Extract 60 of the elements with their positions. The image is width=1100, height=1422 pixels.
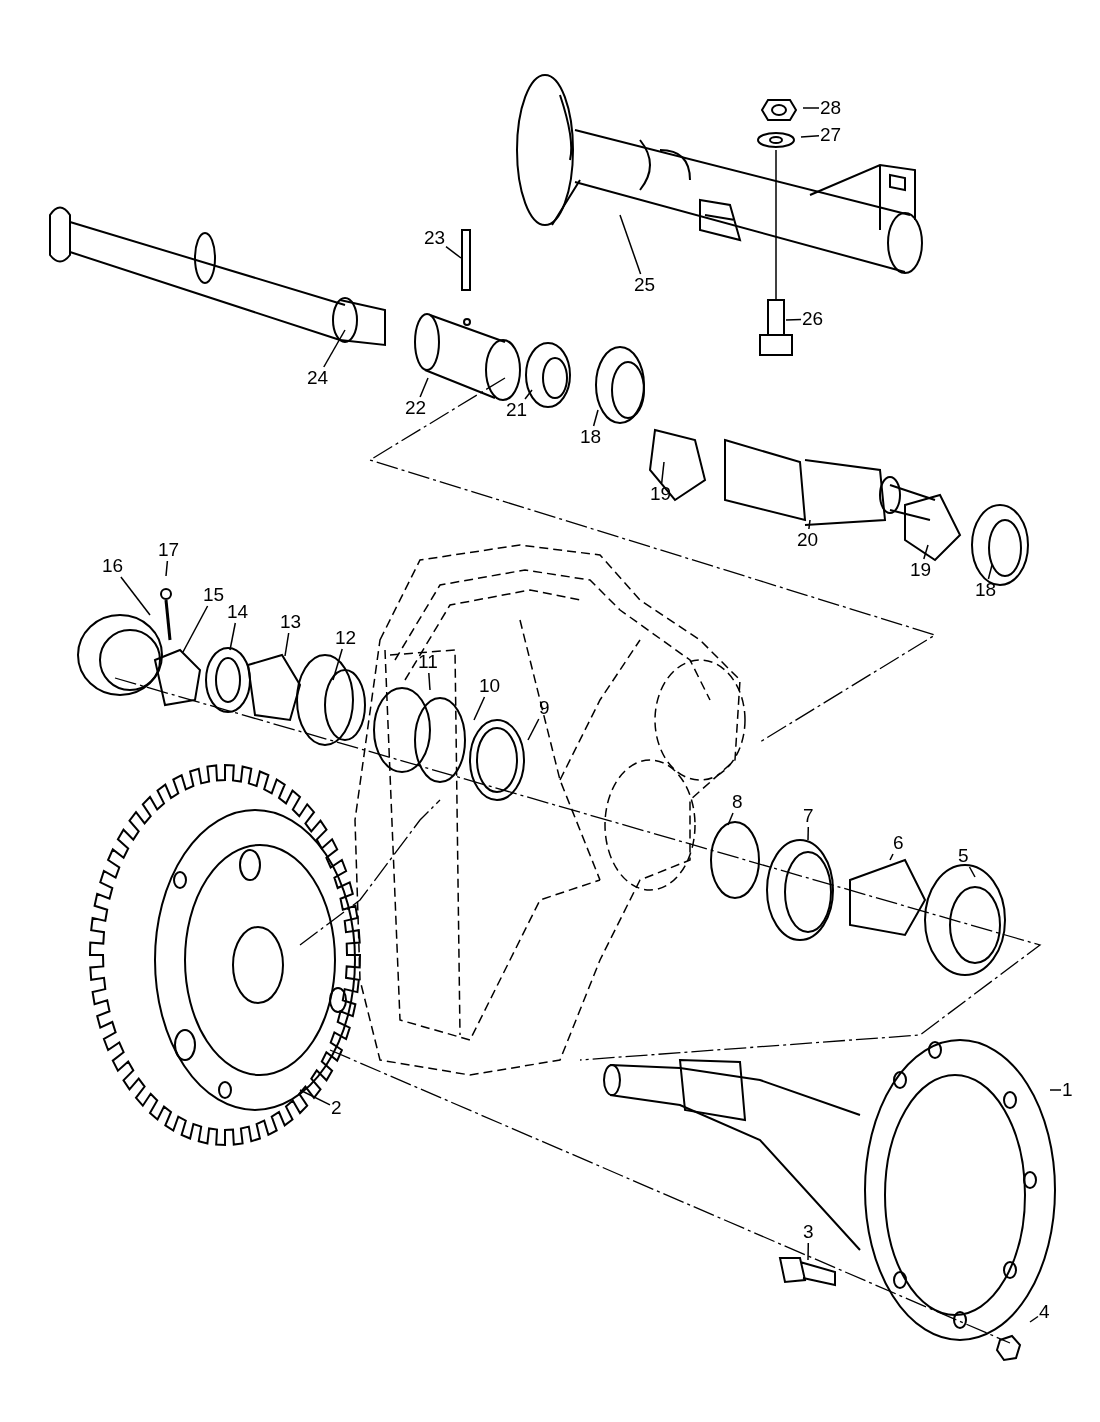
- leader-line: [165, 560, 169, 577]
- callout-number: 11: [418, 652, 438, 672]
- callout-number: 27: [820, 125, 842, 145]
- callout-number: 10: [479, 676, 501, 696]
- callout-number: 4: [1039, 1302, 1050, 1322]
- callout-number: 13: [280, 612, 302, 632]
- leader-line: [332, 648, 343, 681]
- callout-number: 8: [732, 792, 743, 812]
- callout-number: 18: [580, 427, 602, 447]
- callout-number: 15: [203, 585, 225, 605]
- callout-number: 24: [307, 368, 329, 388]
- leader-line: [524, 389, 533, 400]
- leader-line: [889, 853, 894, 861]
- leader-line: [1049, 1089, 1062, 1091]
- callout-number: 28: [820, 98, 842, 118]
- leader-line: [987, 564, 993, 580]
- leader-line: [1029, 1315, 1039, 1323]
- leader-line: [660, 461, 665, 484]
- callout-number: 26: [802, 309, 824, 329]
- callout-number: 12: [335, 628, 357, 648]
- leader-line: [727, 812, 734, 826]
- leader-line: [800, 135, 820, 138]
- leader-line: [445, 245, 462, 259]
- leader-line: [323, 329, 346, 368]
- leader-line: [785, 318, 802, 321]
- callout-number: 16: [102, 556, 124, 576]
- leader-line: [807, 826, 810, 841]
- leader-line: [428, 672, 431, 691]
- callout-number: 6: [893, 833, 904, 853]
- callout-number: 5: [958, 846, 969, 866]
- leader-line: [808, 519, 811, 530]
- leader-line: [968, 866, 976, 878]
- callout-number: 21: [506, 400, 528, 420]
- callout-number: 14: [227, 602, 249, 622]
- callout-number: 20: [797, 530, 819, 550]
- callout-number: 19: [650, 484, 672, 504]
- leader-line: [120, 576, 151, 616]
- leader-line: [299, 1089, 331, 1106]
- callout-number: 23: [424, 228, 446, 248]
- leader-line: [923, 544, 929, 560]
- leader-line: [592, 409, 599, 427]
- leader-line: [619, 214, 642, 275]
- leader-line: [182, 605, 209, 653]
- callout-number: 7: [803, 806, 814, 826]
- leader-line: [284, 632, 290, 657]
- callout-number: 2: [331, 1098, 342, 1118]
- callout-number: 1: [1062, 1080, 1073, 1100]
- callout-number: 9: [539, 698, 550, 718]
- leader-line: [473, 696, 486, 721]
- callout-number: 19: [910, 560, 932, 580]
- callout-number: 3: [803, 1222, 814, 1242]
- callout-number: 18: [975, 580, 997, 600]
- leader-line: [229, 622, 237, 651]
- leader-line: [807, 1242, 810, 1261]
- leader-line: [802, 107, 820, 109]
- callout-number: 25: [634, 275, 656, 295]
- leader-line: [419, 377, 429, 398]
- leader-line: [527, 718, 540, 741]
- callout-number: 22: [405, 398, 427, 418]
- callout-number: 17: [158, 540, 180, 560]
